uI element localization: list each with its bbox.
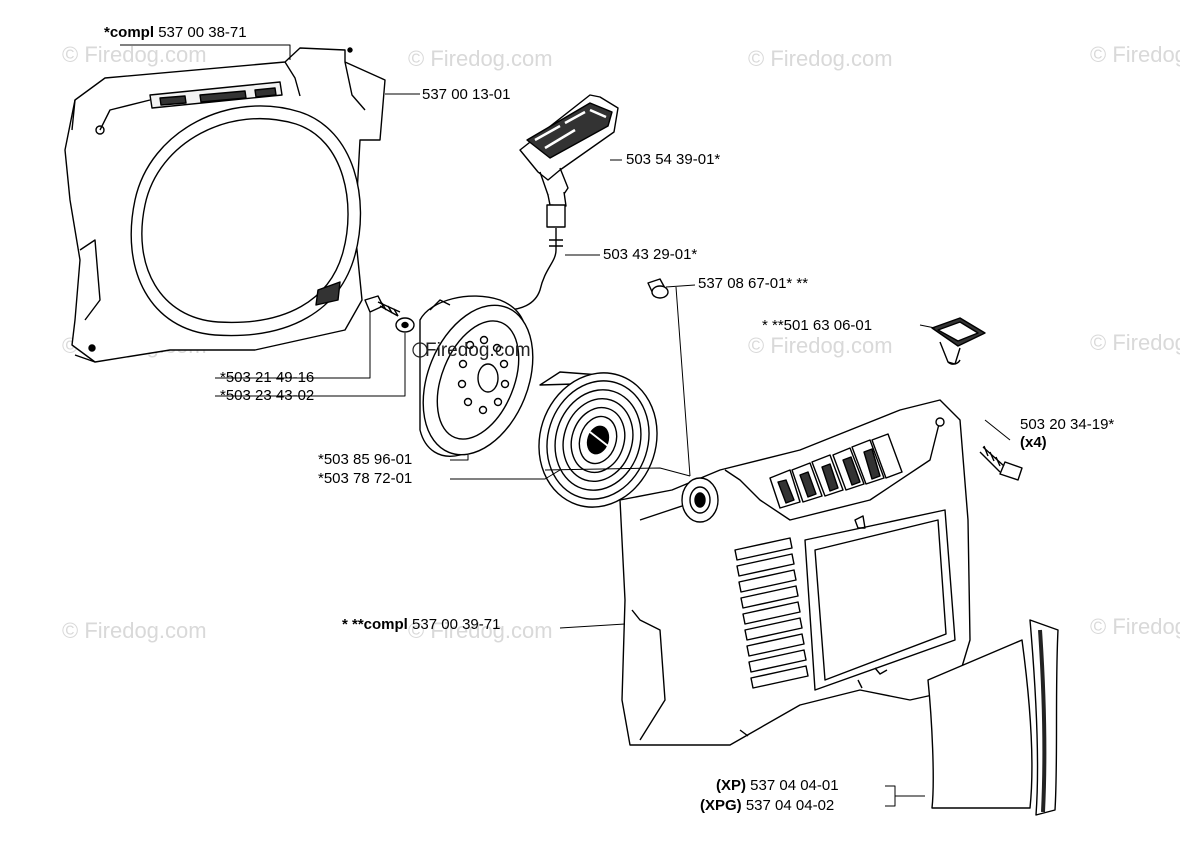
- rope-pulley-drawing: [419, 295, 534, 457]
- watermark: © Firedog.com: [1090, 330, 1180, 355]
- label-fan-housing: 537 00 13-01: [422, 86, 511, 103]
- recoil-spring-drawing: [538, 371, 658, 508]
- label-starter-assembly: * **compl 537 00 39-71: [342, 616, 501, 633]
- label-cover-screw: 503 20 34-19* (x4): [1020, 416, 1115, 451]
- label-starter-rope: 503 43 29-01*: [603, 246, 698, 263]
- center-watermark: Firedog.com: [425, 340, 531, 361]
- starter-handle-drawing: [519, 94, 619, 228]
- air-valve-drawing: [931, 317, 986, 365]
- label-starter-handle: 503 54 39-01*: [626, 151, 721, 168]
- washer-drawing: [395, 317, 415, 333]
- label-air-valve: * **501 63 06-01: [762, 317, 873, 334]
- decal-drawing: [927, 619, 1059, 816]
- leader-lines: [120, 44, 1011, 807]
- label-washer: *503 23 43-02: [220, 387, 315, 404]
- bushing-drawing: [647, 278, 669, 299]
- label-screw: *503 21 49-16: [220, 369, 315, 386]
- watermark: © Firedog.com: [748, 333, 893, 358]
- fan-housing-drawing: [64, 47, 386, 363]
- watermark: © Firedog.com: [408, 618, 553, 643]
- label-recoil-spring: *503 78 72-01: [318, 470, 413, 487]
- label-decal-xpg: (XPG) 537 04 04-02: [700, 797, 835, 814]
- watermark: © Firedog.com: [62, 618, 207, 643]
- watermark: © Firedog.com: [1090, 42, 1180, 67]
- label-fan-housing-assembly: *compl 537 00 38-71: [104, 24, 247, 41]
- cover-screw-drawing: [979, 445, 1023, 481]
- starter-cover-drawing: [619, 399, 971, 746]
- label-rope-pulley: *503 85 96-01: [318, 451, 413, 468]
- label-bushing: 537 08 67-01* **: [698, 275, 809, 292]
- watermark: © Firedog.com: [1090, 614, 1180, 639]
- label-decal-xp: (XP) 537 04 04-01: [716, 777, 839, 794]
- watermark: © Firedog.com: [62, 42, 207, 67]
- watermark: © Firedog.com: [408, 46, 553, 71]
- starter-rope-drawing: [504, 228, 557, 311]
- watermark: © Firedog.com: [748, 46, 893, 71]
- screw-drawing: [364, 295, 401, 317]
